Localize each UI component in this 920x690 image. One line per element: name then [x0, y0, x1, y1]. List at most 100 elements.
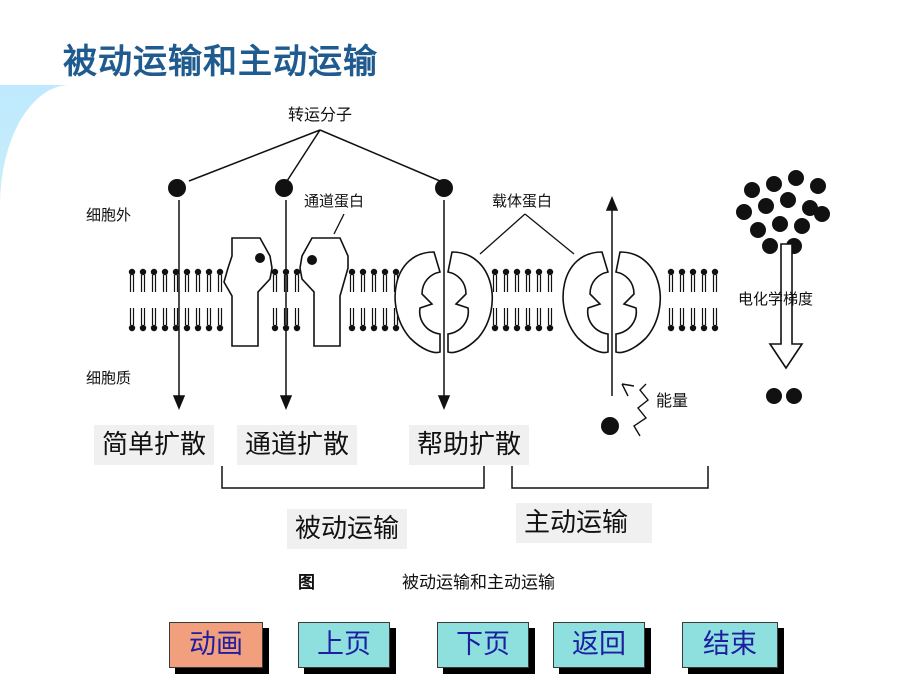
diffusion-arrows	[172, 200, 451, 410]
lipid-top	[271, 268, 279, 293]
low-concentration-dot-2	[786, 388, 802, 404]
gradient-dot	[814, 206, 830, 222]
lipid-bottom	[689, 307, 697, 332]
lipid-top	[348, 268, 356, 293]
transported-molecule-label: 转运分子	[288, 105, 352, 124]
lipid-bottom	[271, 307, 279, 332]
lipid-bottom	[205, 307, 213, 332]
lipid-bottom	[491, 307, 499, 332]
lipid-top	[711, 268, 719, 293]
channel-protein-label: 通道蛋白	[304, 192, 364, 210]
lipid-bottom	[370, 307, 378, 332]
passive-transport-label: 被动运输	[287, 509, 408, 549]
lipid-top	[700, 268, 708, 293]
carrier-protein-pointers	[479, 213, 575, 255]
lipid-top	[139, 268, 147, 293]
lipid-top	[667, 268, 675, 293]
lipid-bottom	[667, 307, 675, 332]
lipid-bottom	[546, 307, 554, 332]
gradient-dot	[744, 182, 760, 198]
lipid-bottom	[700, 307, 708, 332]
caption-prefix: 图	[298, 573, 315, 593]
gradient-dot	[772, 216, 788, 232]
prev-page-button[interactable]: 上页	[298, 622, 390, 668]
gradient-dot	[794, 218, 810, 234]
lipid-top	[183, 268, 191, 293]
lipid-bottom	[216, 307, 224, 332]
lipid-bottom	[183, 307, 191, 332]
gradient-dot	[788, 170, 804, 186]
active-bracket	[511, 466, 709, 489]
lipid-top	[128, 268, 136, 293]
molecule-channel	[275, 179, 293, 197]
lipid-top	[689, 268, 697, 293]
lipid-top	[293, 268, 301, 293]
gradient-dot	[758, 198, 774, 214]
lipid-bottom	[293, 307, 301, 332]
lipid-top	[524, 268, 532, 293]
lipid-top	[491, 268, 499, 293]
lipid-top	[546, 268, 554, 293]
lipid-top	[502, 268, 510, 293]
low-concentration-dot-1	[766, 388, 782, 404]
channel-diffusion-label: 通道扩散	[237, 425, 358, 465]
gradient-dot	[766, 176, 782, 192]
lipid-bottom	[381, 307, 389, 332]
lipid-top	[513, 268, 521, 293]
back-button[interactable]: 返回	[553, 622, 645, 668]
lipid-bottom	[502, 307, 510, 332]
lipid-bottom	[194, 307, 202, 332]
lipid-top	[678, 268, 686, 293]
molecule-carrier	[435, 179, 453, 197]
active-transport-label: 主动运输	[516, 503, 653, 543]
high-concentration-dots	[736, 170, 830, 254]
electrochemical-gradient-label: 电化学梯度	[738, 290, 813, 308]
lipid-top	[194, 268, 202, 293]
lipid-bottom	[139, 307, 147, 332]
lipid-bottom	[348, 307, 356, 332]
side-arc-decoration	[0, 85, 70, 690]
lipid-bottom	[161, 307, 169, 332]
lipid-top	[381, 268, 389, 293]
lipid-bottom	[535, 307, 543, 332]
lipid-top	[359, 268, 367, 293]
lipid-top	[370, 268, 378, 293]
energy-label: 能量	[656, 391, 688, 410]
facilitated-diffusion-label: 帮助扩散	[409, 425, 530, 465]
lipid-bottom	[678, 307, 686, 332]
energy-squiggle	[633, 383, 649, 437]
lipid-top	[161, 268, 169, 293]
gradient-arrow	[768, 243, 804, 370]
lipid-top	[535, 268, 543, 293]
molecule-simple	[168, 179, 186, 197]
lipid-bottom	[150, 307, 158, 332]
carrier-protein-passive	[394, 251, 493, 354]
membrane-transport-figure: 转运分子 细胞外 细胞质 通道蛋白 载体蛋白	[62, 96, 854, 612]
lipid-bottom	[513, 307, 521, 332]
cytoplasm-label: 细胞质	[86, 369, 131, 387]
gradient-dot	[736, 204, 752, 220]
molecule-pointer-lines	[188, 129, 441, 182]
figure-caption: 被动运输和主动运输	[402, 573, 555, 593]
membrane-transport-diagram: 转运分子 细胞外 细胞质 通道蛋白 载体蛋白	[86, 105, 830, 593]
lipid-top	[205, 268, 213, 293]
lipid-top	[172, 268, 180, 293]
carrier-protein-label: 载体蛋白	[492, 192, 552, 210]
passive-bracket	[221, 466, 485, 489]
end-button[interactable]: 结束	[682, 622, 778, 668]
channel-protein-pointer	[333, 213, 345, 235]
next-page-button[interactable]: 下页	[437, 622, 529, 668]
lipid-bottom	[172, 307, 180, 332]
lipid-top	[150, 268, 158, 293]
gradient-dot	[750, 222, 766, 238]
molecule-active	[601, 417, 619, 435]
lipid-bottom	[359, 307, 367, 332]
simple-diffusion-label: 简单扩散	[94, 425, 215, 465]
gradient-dot	[780, 192, 796, 208]
lipid-bottom	[128, 307, 136, 332]
lipid-bottom	[524, 307, 532, 332]
gradient-dot	[810, 178, 826, 194]
animation-button[interactable]: 动画	[169, 622, 263, 668]
gradient-dot	[802, 200, 818, 216]
channel-bound-molecule-right	[307, 255, 317, 265]
